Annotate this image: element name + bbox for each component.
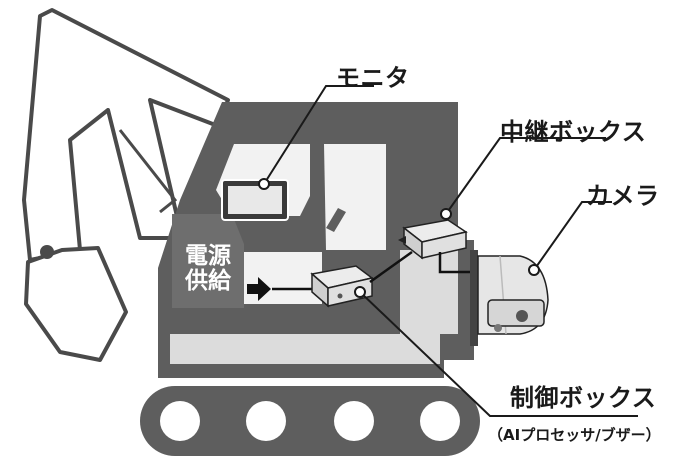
power-label-line1: 電源 — [185, 243, 231, 269]
camera-label: カメラ — [586, 182, 660, 210]
track-wheel — [420, 401, 460, 441]
cab-lower-window — [240, 252, 322, 304]
leader-lines — [263, 85, 638, 417]
dome-camera-icon — [470, 250, 549, 346]
crawler-track — [140, 386, 480, 456]
cab-panel — [400, 250, 458, 334]
cab-window-right — [324, 144, 386, 250]
boom-pin-detail — [40, 245, 54, 259]
monitor-device — [221, 179, 289, 221]
power-supply-label: 電源 供給 — [182, 244, 234, 294]
enclosure-box-icon — [310, 265, 374, 308]
track-wheel — [334, 401, 374, 441]
monitor-label: モニタ — [336, 64, 410, 92]
control-box-sublabel: （AIプロセッサ/ブザー） — [488, 426, 661, 444]
window-frame-detail — [282, 208, 346, 252]
relay-box-label: 中継ボックス — [500, 118, 647, 146]
body-lower-panel — [170, 334, 440, 364]
control-box-label: 制御ボックス — [510, 384, 657, 412]
hydraulic-link — [118, 129, 178, 214]
track-wheel — [160, 401, 200, 441]
leader-dots — [258, 178, 540, 298]
power-label-line2: 供給 — [185, 268, 231, 294]
right-arrow-icon — [247, 277, 271, 301]
enclosure-box-icon — [398, 219, 468, 260]
track-wheel — [246, 401, 286, 441]
power-area — [172, 214, 244, 308]
